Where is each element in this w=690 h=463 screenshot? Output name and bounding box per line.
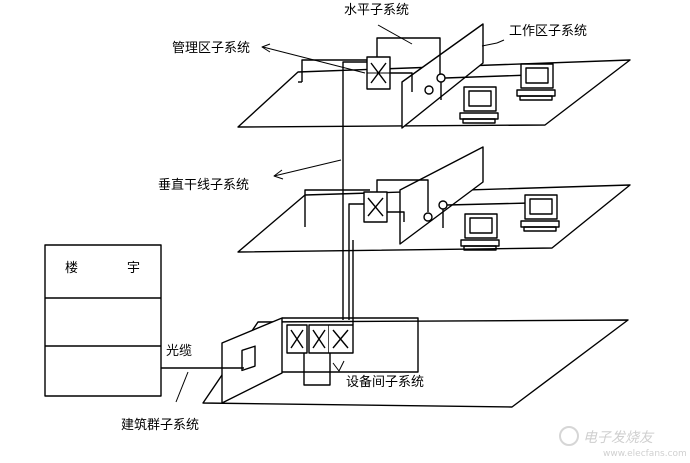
watermark-url: www.elecfans.com	[603, 449, 687, 459]
watermark-logo	[559, 426, 579, 446]
middle-floor-slab	[237, 184, 631, 253]
label-building-char-2: 宇	[127, 261, 140, 276]
watermark-brand: 电子发烧友	[583, 430, 655, 446]
label-campus-subsystem: 建筑群子系统	[121, 417, 199, 433]
middle-floor	[237, 146, 631, 253]
top-floor-slab	[237, 59, 631, 128]
top-floor	[237, 23, 631, 129]
label-building-char-1: 楼	[65, 261, 78, 276]
wall-socket	[241, 345, 256, 372]
label-equipment-room-subsystem: 设备间子系统	[346, 374, 424, 390]
label-admin-subsystem: 管理区子系统	[172, 41, 250, 56]
label-cable: 光缆	[166, 343, 192, 359]
label-work-area-subsystem: 工作区子系统	[509, 24, 587, 39]
label-horizontal-subsystem: 水平子系统	[344, 3, 409, 18]
middle-pc-1	[460, 213, 500, 251]
building	[44, 244, 162, 397]
backbone-cables	[342, 61, 367, 325]
label-backbone-subsystem: 垂直干线子系统	[158, 178, 249, 193]
top-pc-2	[516, 63, 556, 101]
middle-pc-2	[520, 194, 560, 232]
bottom-floor	[202, 317, 629, 408]
watermark: 电子发烧友 www.elecfans.com	[559, 426, 687, 459]
top-pc-1	[459, 86, 499, 124]
middle-floor-front-wall	[399, 146, 484, 245]
equipment-room-wall	[221, 317, 283, 404]
leader-lines	[175, 24, 505, 403]
